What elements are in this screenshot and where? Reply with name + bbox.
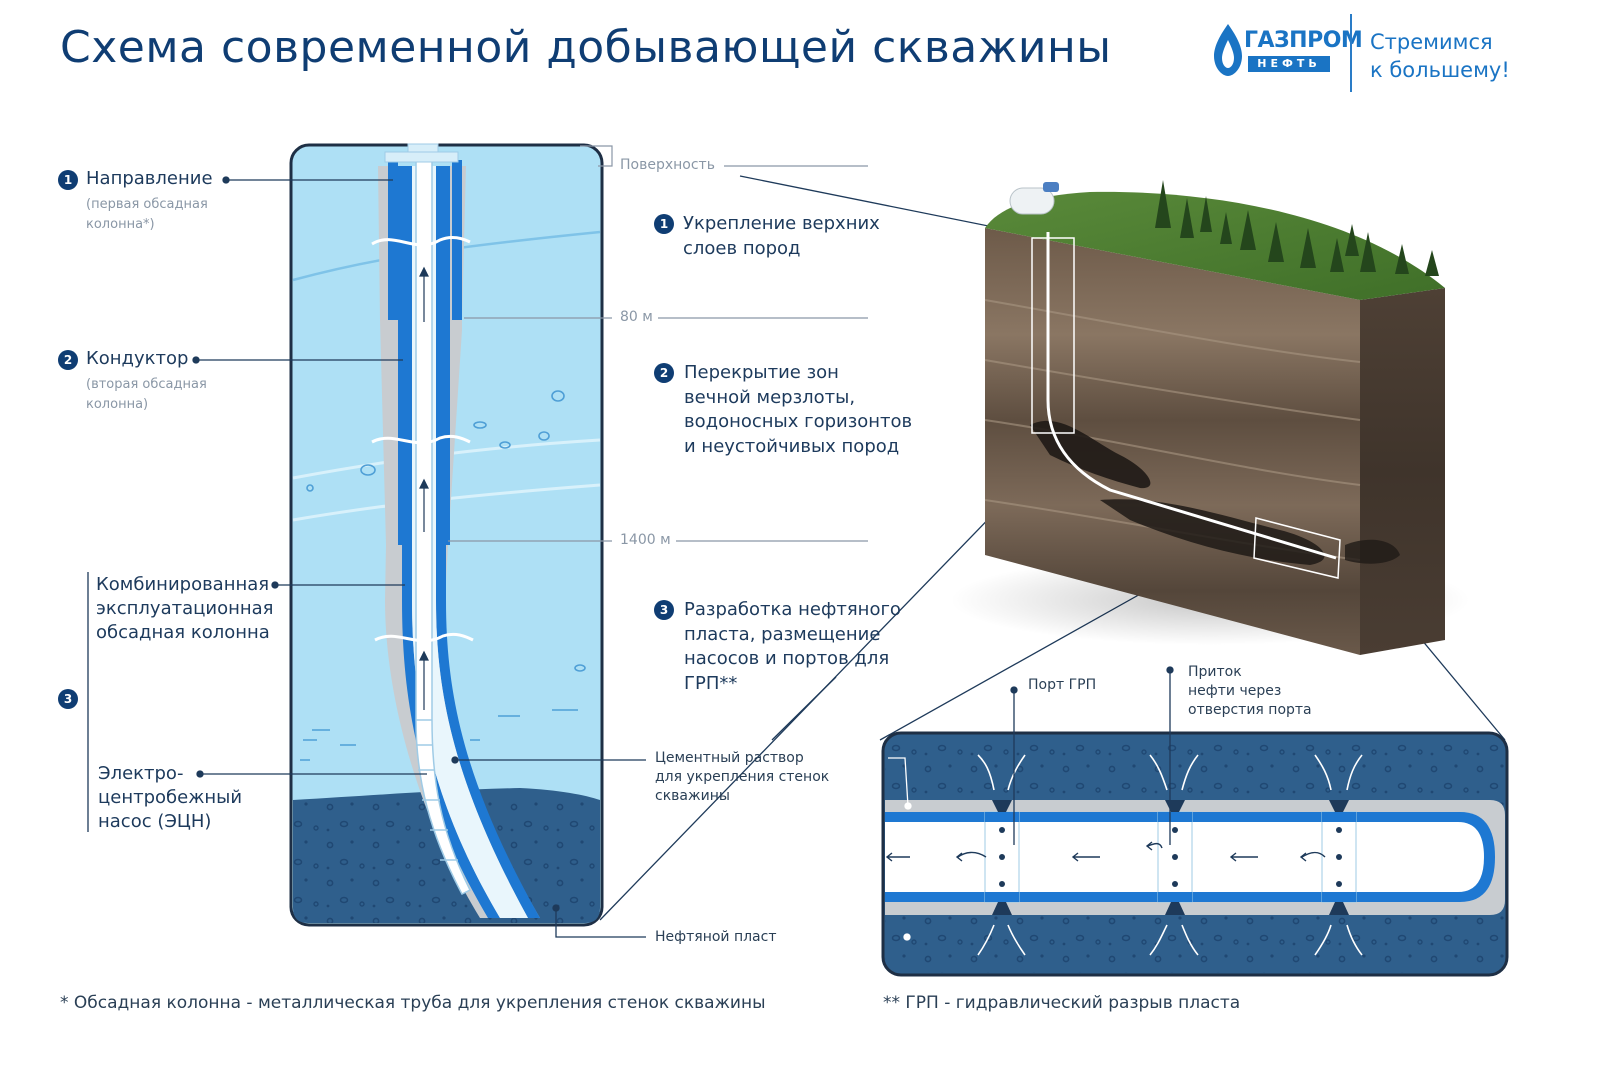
label-conductor-sub: (вторая обсадная колонна) xyxy=(86,375,207,415)
label-line: эксплуатационная xyxy=(96,598,274,619)
badge-1: 1 xyxy=(58,170,78,190)
label-oil-inflow: Приток нефти через отверстия порта xyxy=(1188,663,1312,720)
badge-m3: 3 xyxy=(654,600,674,620)
label-production-casing: Комбинированная эксплуатационная обсадна… xyxy=(96,573,273,645)
slogan-line-2: к большему! xyxy=(1370,58,1510,82)
label-pump: Электро- центробежный насос (ЭЦН) xyxy=(98,762,242,834)
badge-3: 3 xyxy=(58,689,78,709)
label-conductor: Кондуктор xyxy=(86,348,189,369)
slogan-line-1: Стремимся xyxy=(1370,30,1493,54)
caption-line: водоносных горизонтов xyxy=(684,411,913,432)
caption-line: скважины xyxy=(655,788,730,804)
sub-line: (вторая обсадная xyxy=(86,377,207,392)
caption-line: Перекрытие зон xyxy=(684,362,839,383)
slogan: Стремимся к большему! xyxy=(1370,28,1510,84)
label-line: Электро- xyxy=(98,763,184,784)
caption-line: насосов и портов для xyxy=(684,648,890,669)
footnote-frac: ** ГРП - гидравлический разрыв пласта xyxy=(883,993,1241,1013)
terrain-block xyxy=(950,180,1470,655)
depth-80m: 80 м xyxy=(620,309,653,325)
caption-upper-layers: Укрепление верхних слоев пород xyxy=(683,212,880,261)
page-title: Схема современной добывающей скважины xyxy=(60,22,1112,73)
depth-1400m: 1400 м xyxy=(620,532,671,548)
footnote-casing: * Обсадная колонна - металлическая труба… xyxy=(60,993,766,1013)
depth-surface: Поверхность xyxy=(620,157,715,173)
sub-line: (первая обсадная xyxy=(86,197,208,212)
label-line: Приток xyxy=(1188,664,1242,680)
label-line: отверстия порта xyxy=(1188,702,1312,718)
label-line: центробежный xyxy=(98,787,243,808)
logo-name: ГАЗПРОМ xyxy=(1244,28,1363,53)
caption-line: и неустойчивых пород xyxy=(684,435,900,457)
caption-line: для укрепления стенок xyxy=(655,769,830,785)
label-direction-sub: (первая обсадная колонна*) xyxy=(86,195,208,235)
flame-icon xyxy=(1214,24,1242,76)
label-line: насос (ЭЦН) xyxy=(98,811,212,832)
badge-m1: 1 xyxy=(654,214,674,234)
caption-line: ГРП** xyxy=(684,672,738,694)
badge-2: 2 xyxy=(58,350,78,370)
logo-divider xyxy=(1350,14,1352,92)
label-line: нефти через xyxy=(1188,683,1282,699)
caption-line: пласта, размещение xyxy=(684,623,881,645)
caption-line: Цементный раствор xyxy=(655,750,804,766)
logo-sub: НЕФТЬ xyxy=(1248,56,1330,72)
gazprom-logo xyxy=(1208,20,1332,80)
label-line: обсадная колонна xyxy=(96,622,270,643)
caption-cement: Цементный раствор для укрепления стенок … xyxy=(655,749,829,806)
caption-line: слоев пород xyxy=(683,237,801,259)
label-frac-port: Порт ГРП xyxy=(1028,677,1097,693)
caption-reservoir-dev: Разработка нефтяного пласта, размещение … xyxy=(684,598,901,696)
port-detail xyxy=(881,666,1509,977)
sub-line: колонна*) xyxy=(86,217,155,232)
well-cross-section xyxy=(289,143,604,927)
label-direction: Направление xyxy=(86,168,213,189)
caption-line: Разработка нефтяного xyxy=(684,599,901,620)
badge-m2: 2 xyxy=(654,363,674,383)
label-line: Комбинированная xyxy=(96,574,270,595)
sub-line: колонна) xyxy=(86,397,149,412)
caption-line: Укрепление верхних xyxy=(683,213,880,234)
caption-oil-reservoir: Нефтяной пласт xyxy=(655,929,777,945)
caption-permafrost: Перекрытие зон вечной мерзлоты, водоносн… xyxy=(684,361,912,459)
caption-line: вечной мерзлоты, xyxy=(684,386,856,408)
